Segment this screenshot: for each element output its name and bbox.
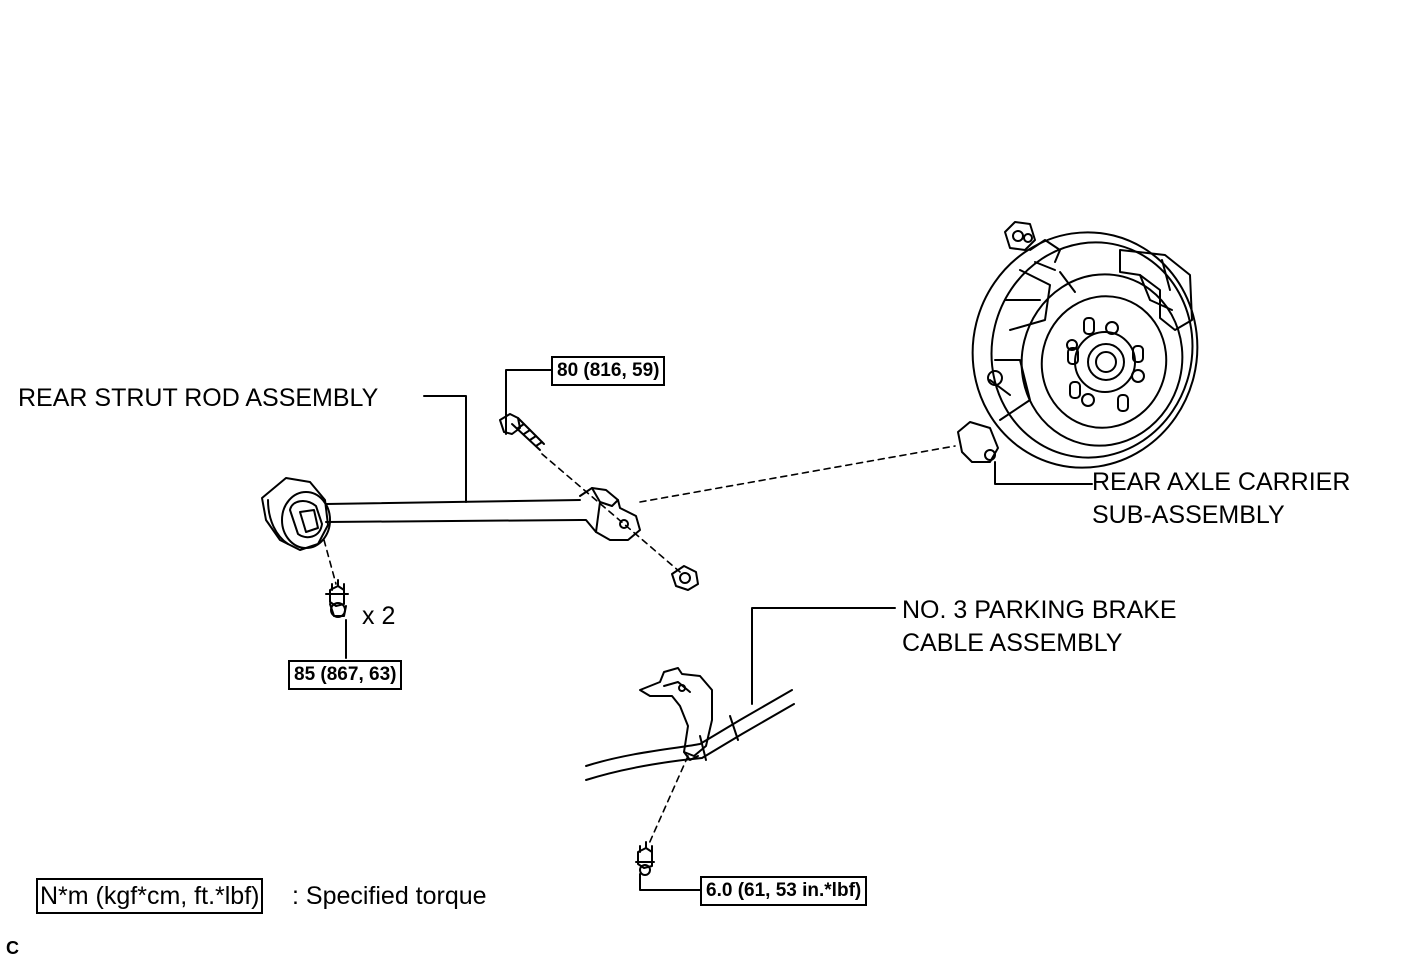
rear-axle-carrier-drawing <box>957 221 1199 469</box>
leader-lines <box>345 369 1093 891</box>
torque-unit-legend-box: N*m (kgf*cm, ft.*lbf) <box>36 878 264 914</box>
torque-spec-cable-bracket-bolt: 6.0 (61, 53 in.*lbf) <box>700 876 868 906</box>
torque-spec-strut-body-bolt: 85 (867, 63) <box>288 660 403 690</box>
torque-spec-strut-carrier-bolt: 80 (816, 59) <box>551 356 666 386</box>
assembly-dashed-lines <box>323 445 956 847</box>
parking-brake-cable-label-line2: CABLE ASSEMBLY <box>902 629 1123 657</box>
torque-legend-description: : Specified torque <box>292 882 487 910</box>
parking-brake-cable-drawing <box>585 667 795 876</box>
rear-axle-carrier-label-line1: REAR AXLE CARRIER <box>1092 468 1351 496</box>
rear-axle-carrier-label-line2: SUB-ASSEMBLY <box>1092 501 1285 529</box>
corner-mark: C <box>6 938 19 958</box>
parking-brake-cable-label-line1: NO. 3 PARKING BRAKE <box>902 596 1177 624</box>
quantity-label: x 2 <box>362 602 396 630</box>
rear-strut-rod-drawing <box>261 413 699 618</box>
rear-strut-rod-label: REAR STRUT ROD ASSEMBLY <box>18 384 379 412</box>
